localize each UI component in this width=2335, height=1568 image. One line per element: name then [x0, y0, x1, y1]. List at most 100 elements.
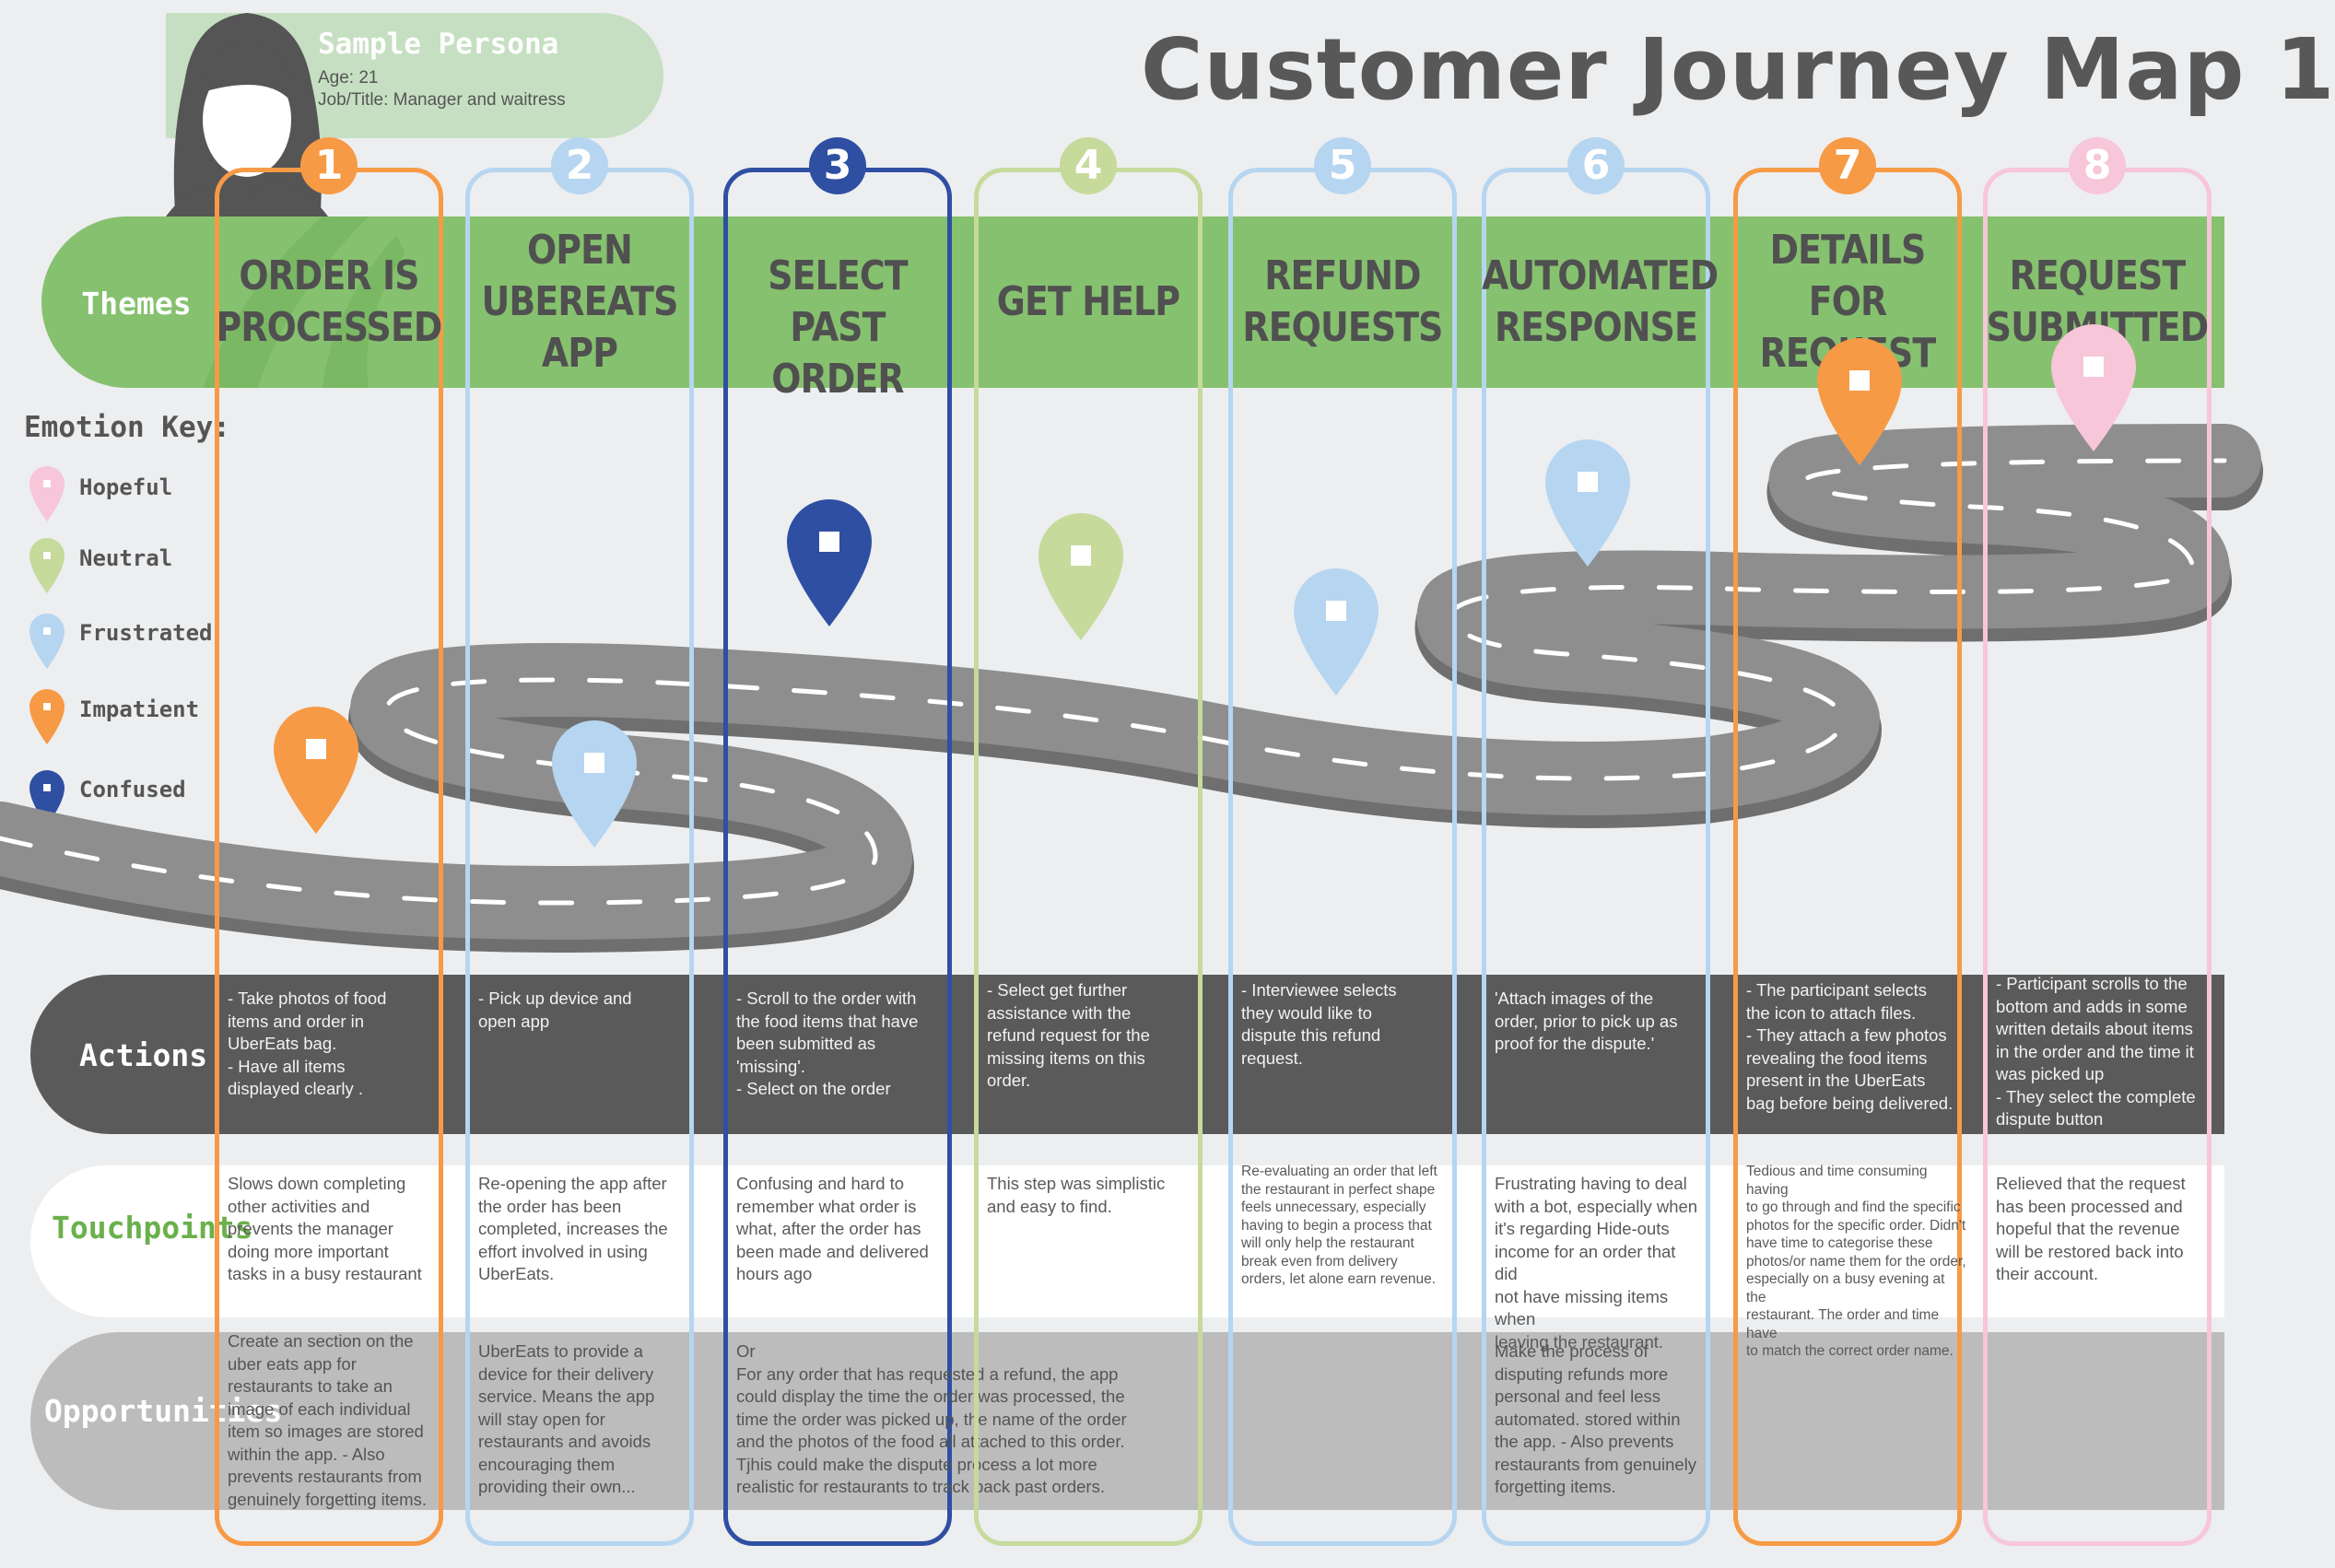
- stage-theme-line: PAST ORDER: [771, 304, 904, 403]
- stage-theme-line: REQUEST: [2009, 252, 2187, 299]
- actions-band: [30, 975, 2224, 1134]
- touchpoints-line: This step was simplistic: [987, 1174, 1166, 1193]
- touchpoints-band: [30, 1165, 2224, 1317]
- actions-line: - Select get further: [987, 980, 1128, 1000]
- actions-line: 'Attach images of the: [1495, 989, 1654, 1008]
- stage-theme-line: DETAILS: [1769, 227, 1927, 274]
- emotion-key-title: Emotion Key:: [24, 411, 230, 444]
- opportunities-line: forgetting items.: [1495, 1477, 1616, 1496]
- touchpoints-line: feels unnecessary, especially: [1241, 1199, 1426, 1215]
- opportunities-line: UberEats to provide a: [478, 1341, 643, 1361]
- opportunities-line: could display the time the order was pro…: [736, 1387, 1125, 1406]
- touchpoints-line: completed, increases the: [478, 1219, 668, 1238]
- emotion-pin-stage-3: [787, 499, 872, 626]
- emotion-pin-stage-8: [2051, 324, 2136, 451]
- emotion-pin-stage-7: [1817, 338, 1902, 465]
- stage-actions-6: 'Attach images of the order, prior to pic…: [1495, 988, 1703, 1056]
- touchpoints-line: it's regarding Hide-outs: [1495, 1219, 1670, 1238]
- opportunities-line: item so images are stored: [228, 1422, 424, 1441]
- touchpoints-line: income for an order that did: [1495, 1241, 1676, 1284]
- touchpoints-line: prevents the manager: [228, 1219, 393, 1238]
- actions-line: - The participant selects: [1746, 980, 1928, 1000]
- emotion-pin-stage-4: [1038, 513, 1123, 640]
- emotion-key-hopeful: Hopeful: [79, 474, 173, 500]
- touchpoints-line: their account.: [1996, 1264, 2099, 1283]
- emotion-key-neutral: Neutral: [79, 545, 173, 571]
- emotion-key-impatient: Impatient: [79, 696, 200, 722]
- opportunities-line: the app. - Also prevents: [1495, 1432, 1674, 1451]
- journey-road: [0, 424, 2263, 953]
- touchpoints-line: photos/or name them for the order,: [1746, 1253, 1966, 1270]
- stage-theme-line: REFUND: [1264, 252, 1421, 299]
- opportunities-line: Create an section on the: [228, 1331, 414, 1351]
- actions-label: Actions: [79, 1037, 208, 1073]
- themes-label: Themes: [81, 286, 192, 322]
- touchpoints-line: Re-opening the app after: [478, 1174, 667, 1193]
- actions-line: request.: [1241, 1047, 1303, 1068]
- stage-theme-7: DETAILSFORREQUEST: [1733, 225, 1962, 380]
- actions-line: displayed clearly .: [228, 1079, 364, 1098]
- persona-name: Sample Persona: [318, 28, 559, 61]
- opportunities-band: [30, 1332, 2224, 1510]
- emotion-key-frustrated: Frustrated: [79, 620, 213, 646]
- opportunities-line: automated. stored within: [1495, 1409, 1681, 1429]
- stage-number-8: 8: [2069, 137, 2126, 194]
- touchpoints-line: will only help the restaurant: [1241, 1235, 1414, 1251]
- touchpoints-line: and easy to find.: [987, 1196, 1112, 1216]
- stage-theme-line: PROCESSED: [216, 304, 443, 351]
- opportunities-line: encouraging them: [478, 1454, 616, 1474]
- stage-theme-line: UBEREATS: [481, 278, 679, 325]
- stage-theme-line: FOR: [1808, 278, 1887, 325]
- touchpoints-line: Frustrating having to deal: [1495, 1174, 1687, 1193]
- stage-theme-4: GET HELP: [974, 276, 1203, 328]
- stage-theme-8: REQUESTSUBMITTED: [1983, 251, 2212, 354]
- touchpoints-line: Confusing and hard to: [736, 1174, 905, 1193]
- opportunities-line: genuinely forgetting items.: [228, 1489, 427, 1509]
- touchpoints-line: photos for the specific order. Didn't: [1746, 1217, 1966, 1234]
- opportunities-line: uber eats app for: [228, 1353, 357, 1374]
- stage-number-4: 4: [1060, 137, 1117, 194]
- opportunities-line: personal and feel less: [1495, 1387, 1660, 1406]
- touchpoints-line: break even from delivery: [1241, 1253, 1398, 1270]
- touchpoints-line: the order has been: [478, 1196, 622, 1216]
- opportunities-line: prevents restaurants from: [228, 1467, 422, 1486]
- opportunities-line: restaurants from genuinely: [1495, 1454, 1697, 1474]
- stage-theme-line: SELECT: [768, 252, 908, 299]
- emotion-pin-stage-1: [274, 707, 358, 834]
- persona-avatar-icon: [157, 13, 337, 230]
- actions-line: - Have all items: [228, 1056, 346, 1076]
- touchpoints-line: with a bot, especially when: [1495, 1196, 1698, 1216]
- stage-touchpoints-4: This step was simplistic and easy to find…: [987, 1173, 1195, 1218]
- touchpoints-line: having to begin a process that: [1241, 1217, 1432, 1234]
- actions-line: open app: [478, 1011, 550, 1031]
- stage-touchpoints-6: Frustrating having to deal with a bot, es…: [1495, 1173, 1703, 1353]
- actions-line: assistance with the: [987, 1002, 1132, 1023]
- touchpoints-line: to match the correct order name.: [1746, 1343, 1954, 1359]
- opportunities-line: Or: [736, 1341, 756, 1361]
- stage-theme-line: ORDER IS: [239, 252, 419, 299]
- touchpoints-line: not have missing items when: [1495, 1286, 1669, 1329]
- actions-line: UberEats bag.: [228, 1034, 337, 1053]
- stage-theme-3: SELECT PAST ORDER: [723, 251, 952, 405]
- touchpoints-line: UberEats.: [478, 1264, 555, 1283]
- opportunities-line: device for their delivery: [478, 1363, 654, 1384]
- actions-line: revealing the food items: [1746, 1047, 1928, 1068]
- touchpoints-line: Slows down completing: [228, 1174, 406, 1193]
- stage-number-3: 3: [809, 137, 866, 194]
- actions-line: proof for the dispute.': [1495, 1034, 1655, 1053]
- actions-line: order, prior to pick up as: [1495, 1011, 1678, 1031]
- actions-line: - Participant scrolls to the: [1996, 974, 2188, 993]
- actions-line: items and order in: [228, 1011, 365, 1031]
